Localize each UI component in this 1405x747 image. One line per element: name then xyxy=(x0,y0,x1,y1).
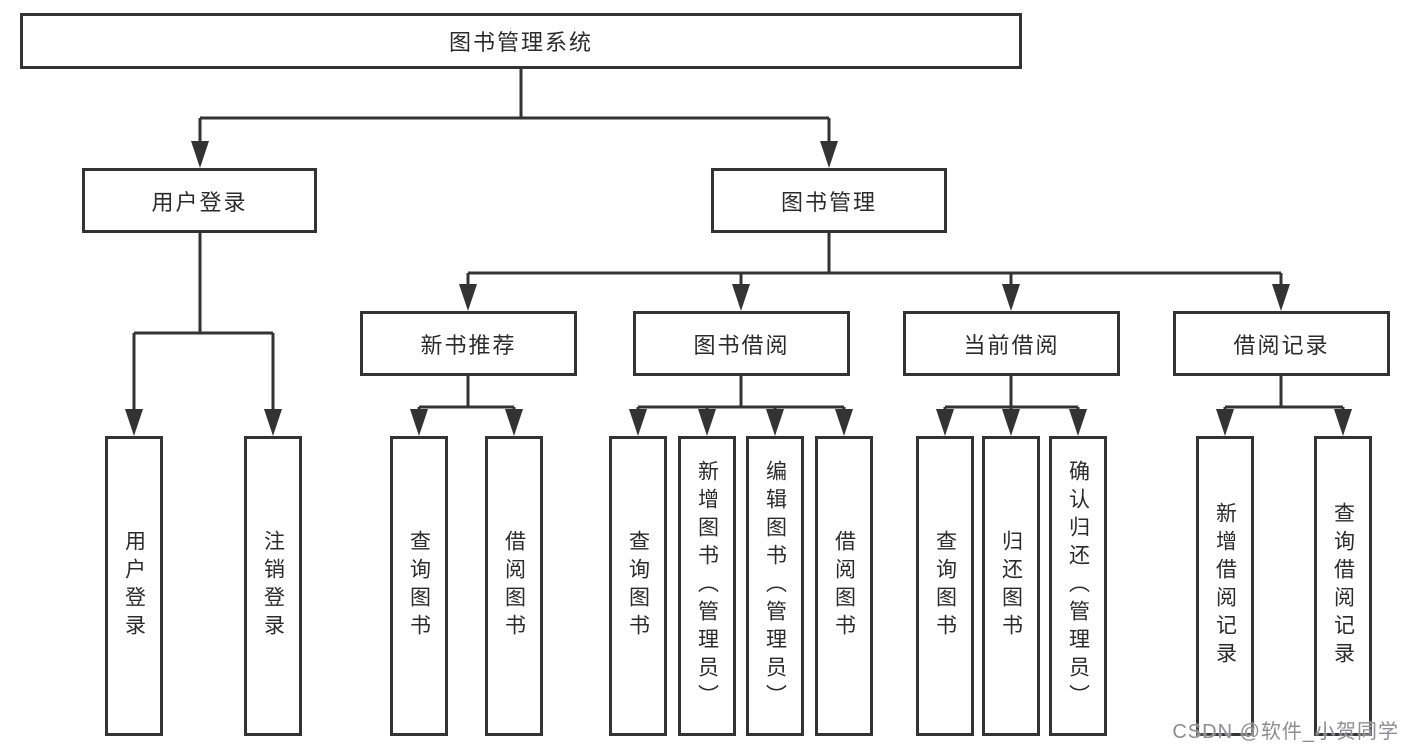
leaf-query-borrow-record: 查询借阅记录 xyxy=(1314,436,1372,736)
leaf-borrow-books-recommend: 借阅图书 xyxy=(485,436,543,736)
leaf-query-books-current: 查询图书 xyxy=(916,436,974,736)
leaf-edit-book-admin-label: 编辑图书（管理员） xyxy=(763,460,787,712)
node-borrow-records-label: 借阅记录 xyxy=(1233,332,1330,358)
leaf-edit-book-admin: 编辑图书（管理员） xyxy=(746,436,804,736)
node-book-management: 图书管理 xyxy=(711,168,947,233)
node-book-management-label: 图书管理 xyxy=(780,189,877,215)
leaf-add-borrow-record: 新增借阅记录 xyxy=(1196,436,1254,736)
node-library-system: 图书管理系统 xyxy=(20,13,1022,69)
leaf-logout-label: 注销登录 xyxy=(261,530,285,642)
leaf-user-login-label: 用户登录 xyxy=(122,530,146,642)
leaf-confirm-return-admin-label: 确认归还（管理员） xyxy=(1066,460,1090,712)
arrowheads xyxy=(125,141,1352,436)
node-borrow-records: 借阅记录 xyxy=(1173,311,1390,376)
leaf-return-book: 归还图书 xyxy=(982,436,1040,736)
leaf-confirm-return-admin: 确认归还（管理员） xyxy=(1049,436,1107,736)
csdn-watermark: CSDN @软件_小贺同学 xyxy=(1172,721,1399,743)
node-book-borrow-label: 图书借阅 xyxy=(693,332,790,358)
node-new-book-recommend: 新书推荐 xyxy=(360,311,577,376)
leaf-query-books-borrow: 查询图书 xyxy=(609,436,667,736)
leaf-query-books-current-label: 查询图书 xyxy=(933,530,957,642)
leaf-query-books-recommend-label: 查询图书 xyxy=(407,530,431,642)
leaf-borrow-books: 借阅图书 xyxy=(815,436,873,736)
leaf-user-login: 用户登录 xyxy=(105,436,163,736)
leaf-borrow-books-recommend-label: 借阅图书 xyxy=(502,530,526,642)
leaf-return-book-label: 归还图书 xyxy=(999,530,1023,642)
leaf-logout: 注销登录 xyxy=(244,436,302,736)
node-library-system-label: 图书管理系统 xyxy=(448,30,593,55)
leaf-query-borrow-record-label: 查询借阅记录 xyxy=(1331,502,1355,670)
node-user-login: 用户登录 xyxy=(82,168,317,233)
leaf-add-book-admin-label: 新增图书（管理员） xyxy=(695,460,719,712)
node-current-borrow: 当前借阅 xyxy=(903,311,1120,376)
node-current-borrow-label: 当前借阅 xyxy=(963,332,1060,358)
leaf-query-books-recommend: 查询图书 xyxy=(390,436,448,736)
leaf-add-borrow-record-label: 新增借阅记录 xyxy=(1213,502,1237,670)
leaf-add-book-admin: 新增图书（管理员） xyxy=(678,436,736,736)
leaf-query-books-borrow-label: 查询图书 xyxy=(626,530,650,642)
node-new-book-recommend-label: 新书推荐 xyxy=(420,332,517,358)
node-user-login-label: 用户登录 xyxy=(151,189,248,215)
leaf-borrow-books-label: 借阅图书 xyxy=(832,530,856,642)
node-book-borrow: 图书借阅 xyxy=(633,311,850,376)
